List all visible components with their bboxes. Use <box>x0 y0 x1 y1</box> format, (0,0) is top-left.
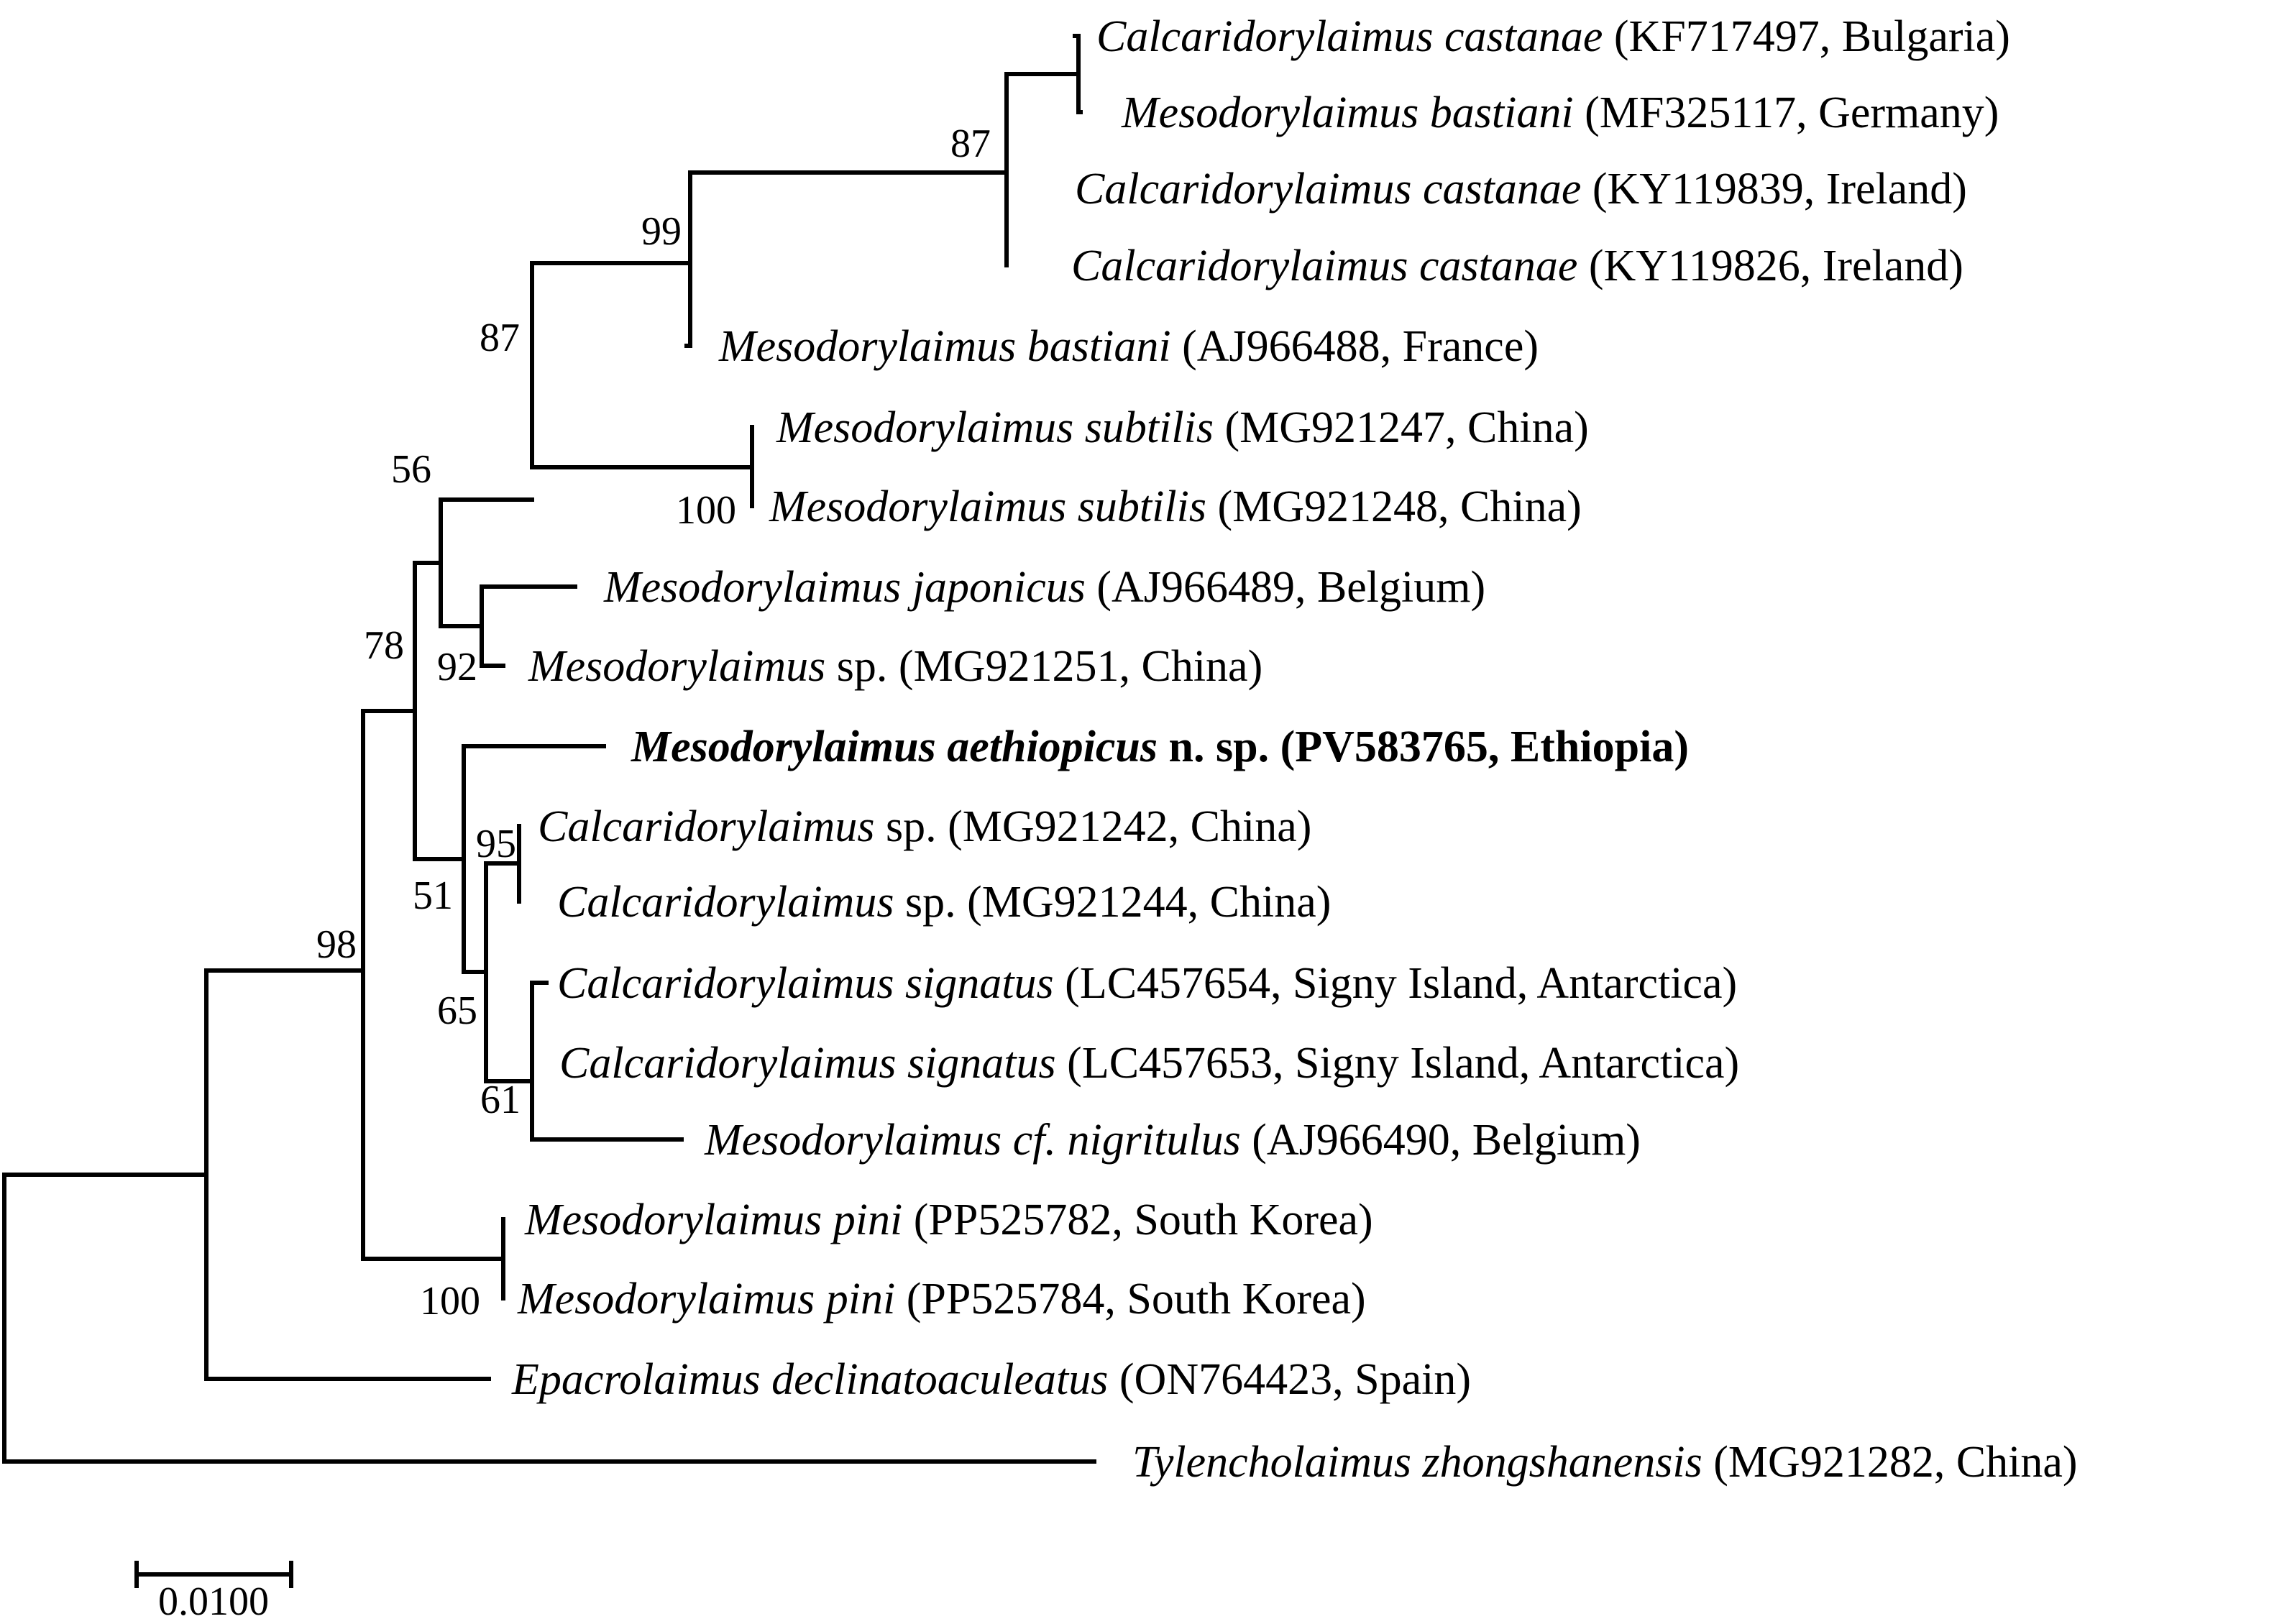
taxon-label-7: Mesodorylaimus subtilis (MG921248, China… <box>769 482 1582 531</box>
taxon-name: Calcaridorylaimus signatus <box>557 959 1054 1008</box>
support-value-10: 65 <box>437 988 477 1033</box>
support-value-6: 92 <box>437 645 477 689</box>
support-value-12: 98 <box>316 922 357 967</box>
taxon-accession: (KF717497, Bulgaria) <box>1603 12 2010 61</box>
taxon-accession: (AJ966488, France) <box>1171 322 1539 371</box>
taxon-name: Mesodorylaimus japonicus <box>603 563 1086 612</box>
taxon-label-2: Mesodorylaimus bastiani (MF325117, Germa… <box>1121 88 1999 137</box>
taxon-name: Mesodorylaimus pini <box>517 1275 895 1323</box>
support-value-7: 78 <box>364 623 404 668</box>
taxon-label-4: Calcaridorylaimus castanae (KY119826, Ir… <box>1071 242 1963 290</box>
taxon-name: Mesodorylaimus subtilis <box>769 482 1206 531</box>
taxon-name: Mesodorylaimus pini <box>524 1196 902 1244</box>
taxon-label-19: Tylencholaimus zhongshanensis (MG921282,… <box>1132 1438 2078 1487</box>
taxon-label-11: Calcaridorylaimus sp. (MG921242, China) <box>538 802 1311 851</box>
taxon-label-14: Calcaridorylaimus signatus (LC457653, Si… <box>559 1039 1739 1088</box>
support-value-13: 100 <box>420 1279 480 1323</box>
taxon-label-12: Calcaridorylaimus sp. (MG921244, China) <box>557 878 1331 927</box>
taxon-label-16: Mesodorylaimus pini (PP525782, South Kor… <box>524 1196 1373 1244</box>
taxon-accession: (AJ966490, Belgium) <box>1241 1116 1641 1165</box>
support-value-3: 87 <box>480 316 520 360</box>
taxon-accession: (LC457653, Signy Island, Antarctica) <box>1056 1039 1740 1088</box>
bootstrap-support-values: 87 99 87 56 100 92 78 95 51 65 61 98 100 <box>316 121 991 1323</box>
taxon-accession: sp. (MG921251, China) <box>825 642 1262 691</box>
taxon-accession: (MG921282, China) <box>1702 1438 2078 1487</box>
taxon-accession: (MG921248, China) <box>1206 482 1582 531</box>
taxon-label-9: Mesodorylaimus sp. (MG921251, China) <box>528 642 1262 691</box>
taxon-accession: (ON764423, Spain) <box>1108 1355 1471 1404</box>
taxon-labels: Calcaridorylaimus castanae (KF717497, Bu… <box>511 12 2078 1487</box>
taxon-label-5: Mesodorylaimus bastiani (AJ966488, Franc… <box>718 322 1539 371</box>
support-value-9: 51 <box>413 873 453 918</box>
taxon-name: Calcaridorylaimus signatus <box>559 1039 1056 1088</box>
taxon-name: Tylencholaimus zhongshanensis <box>1132 1438 1702 1487</box>
taxon-label-1: Calcaridorylaimus castanae (KF717497, Bu… <box>1096 12 2010 61</box>
taxon-accession: sp. (MG921242, China) <box>874 802 1311 851</box>
taxon-label-17: Mesodorylaimus pini (PP525784, South Kor… <box>517 1275 1366 1323</box>
taxon-name: Calcaridorylaimus castanae <box>1096 12 1603 61</box>
taxon-label-13: Calcaridorylaimus signatus (LC457654, Si… <box>557 959 1737 1008</box>
taxon-accession: (KY119826, Ireland) <box>1577 242 1963 290</box>
taxon-label-6: Mesodorylaimus subtilis (MG921247, China… <box>776 403 1589 452</box>
taxon-accession: (LC457654, Signy Island, Antarctica) <box>1054 959 1738 1008</box>
taxon-accession: n. sp. (PV583765, Ethiopia) <box>1158 722 1689 771</box>
taxon-accession: (PP525784, South Korea) <box>895 1275 1365 1323</box>
support-value-1: 87 <box>950 121 991 166</box>
support-value-4: 56 <box>391 447 431 492</box>
taxon-label-18: Epacrolaimus declinatoaculeatus (ON76442… <box>511 1355 1471 1404</box>
taxon-name: Mesodorylaimus bastiani <box>718 322 1171 371</box>
taxon-accession: (MF325117, Germany) <box>1574 88 1999 137</box>
taxon-accession: (AJ966489, Belgium) <box>1086 563 1485 612</box>
scale-bar-label: 0.0100 <box>158 1579 269 1624</box>
scale-bar: 0.0100 <box>134 1561 293 1624</box>
taxon-name: Calcaridorylaimus castanae <box>1075 165 1581 214</box>
taxon-label-3: Calcaridorylaimus castanae (KY119839, Ir… <box>1075 165 1967 214</box>
taxon-name: Mesodorylaimus cf. nigritulus <box>704 1116 1241 1165</box>
taxon-name: Mesodorylaimus bastiani <box>1121 88 1574 137</box>
tree-branches <box>2 34 1096 1464</box>
taxon-name: Calcaridorylaimus castanae <box>1071 242 1577 290</box>
taxon-label-15: Mesodorylaimus cf. nigritulus (AJ966490,… <box>704 1116 1641 1165</box>
taxon-label-10: Mesodorylaimus aethiopicus n. sp. (PV583… <box>631 722 1689 771</box>
taxon-name: Mesodorylaimus aethiopicus <box>631 722 1158 771</box>
support-value-11: 61 <box>480 1078 521 1122</box>
taxon-name: Calcaridorylaimus <box>557 878 894 927</box>
taxon-name: Mesodorylaimus <box>528 642 825 691</box>
support-value-5: 100 <box>676 488 736 533</box>
taxon-name: Mesodorylaimus subtilis <box>776 403 1214 452</box>
taxon-label-8: Mesodorylaimus japonicus (AJ966489, Belg… <box>603 563 1485 612</box>
taxon-accession: (MG921247, China) <box>1214 403 1589 452</box>
taxon-accession: (KY119839, Ireland) <box>1581 165 1967 214</box>
taxon-accession: sp. (MG921244, China) <box>894 878 1331 927</box>
taxon-name: Epacrolaimus declinatoaculeatus <box>511 1355 1108 1404</box>
support-value-2: 99 <box>641 209 682 254</box>
taxon-accession: (PP525782, South Korea) <box>902 1196 1372 1244</box>
support-value-8: 95 <box>476 822 516 866</box>
taxon-name: Calcaridorylaimus <box>538 802 874 851</box>
